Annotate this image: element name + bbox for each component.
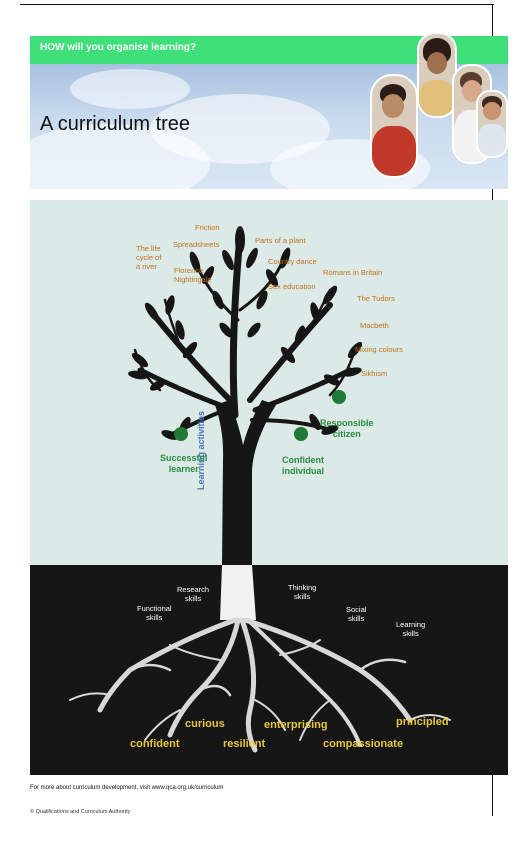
face xyxy=(427,52,447,74)
child-photo xyxy=(476,90,508,158)
shirt xyxy=(478,124,506,156)
page-border-top xyxy=(20,4,494,5)
child-photo xyxy=(417,32,457,118)
banner-question: HOW will you organise learning? xyxy=(40,42,196,53)
shirt xyxy=(419,80,455,118)
skill-learning: Learning skills xyxy=(396,620,425,638)
skill-social: Social skills xyxy=(346,605,366,623)
footer-more-info: For more about curriculum development, v… xyxy=(30,785,223,791)
activity-sex-education: Sex education xyxy=(268,282,316,291)
quality-principled: principled xyxy=(396,716,449,728)
skill-thinking: Thinking skills xyxy=(288,583,316,601)
quality-curious: curious xyxy=(185,718,225,730)
activity-spreadsheets: Spreadsheets xyxy=(173,240,219,249)
quality-compassionate: compassionate xyxy=(323,738,403,750)
aim-confident-individual: Confident individual xyxy=(282,455,324,477)
shirt xyxy=(372,126,416,176)
footer-copyright: © Qualifications and Curriculum Authorit… xyxy=(30,809,130,815)
child-photo xyxy=(370,74,418,178)
tree-trunk xyxy=(215,400,276,565)
activity-life-cycle: The life cycle of a river xyxy=(136,244,161,271)
quality-resilient: resilient xyxy=(223,738,265,750)
activity-macbeth: Macbeth xyxy=(360,321,389,330)
tree-branches xyxy=(135,235,355,435)
skill-research: Research skills xyxy=(177,585,209,603)
trunk-label: Learning activities xyxy=(196,411,206,490)
aim-responsible-citizen: Responsible citizen xyxy=(320,418,374,440)
cloud xyxy=(70,69,190,109)
quality-enterprising: enterprising xyxy=(264,719,328,731)
activity-sikhism: Sikhism xyxy=(361,369,387,378)
quality-confident: confident xyxy=(130,738,180,750)
activity-florence: Florence Nightingale xyxy=(174,266,212,284)
activity-country-dance: Country dance xyxy=(268,257,317,266)
activity-romans: Romans in Britain xyxy=(323,268,382,277)
face xyxy=(483,102,501,120)
tree-leaves xyxy=(127,226,364,442)
activity-parts-of-plant: Parts of a plant xyxy=(255,236,305,245)
trunk-base xyxy=(220,565,256,620)
tree-roots xyxy=(70,620,450,750)
activity-mixing-colours: Mixing colours xyxy=(355,345,403,354)
page-title: A curriculum tree xyxy=(40,113,190,136)
face xyxy=(382,94,404,118)
activity-friction: Friction xyxy=(195,223,220,232)
activity-tudors: The Tudors xyxy=(357,294,395,303)
skill-functional: Functional skills xyxy=(137,604,172,622)
